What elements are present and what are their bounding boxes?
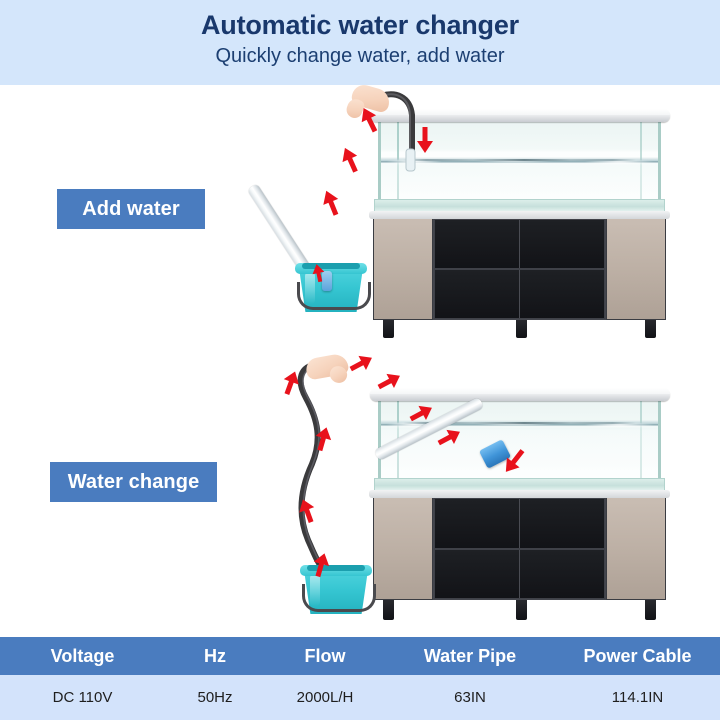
aquarium-hood xyxy=(370,388,670,401)
cabinet-leg xyxy=(645,318,656,338)
cabinet-cell xyxy=(435,499,520,548)
spec-value-power-cable: 114.1IN xyxy=(611,689,664,706)
spec-header-water-pipe: Water Pipe xyxy=(423,645,517,666)
tank-base-rail xyxy=(369,211,670,219)
cabinet-leg xyxy=(516,318,527,338)
cabinet-cell-row xyxy=(434,548,605,599)
aquarium-cabinet xyxy=(373,218,666,320)
bucket-opening xyxy=(302,263,360,269)
spec-header-flow: Flow xyxy=(304,645,346,666)
hood-highlight xyxy=(370,388,670,394)
header-banner: Automatic water changer Quickly change w… xyxy=(0,0,720,85)
cabinet-cell xyxy=(435,549,520,598)
spec-value-voltage: DC 110V xyxy=(52,689,113,706)
cabinet-leg xyxy=(645,598,656,620)
spec-value-flow: 2000L/H xyxy=(296,689,354,706)
tank-base-rail xyxy=(369,490,670,498)
cabinet-leg xyxy=(516,598,527,620)
badge-water-change: Water change xyxy=(50,462,217,502)
water-surface-line xyxy=(381,157,658,166)
water-bucket xyxy=(300,562,378,620)
cabinet-leg xyxy=(383,318,394,338)
bucket-opening xyxy=(307,565,365,571)
bucket-handle xyxy=(297,282,371,310)
flow-arrows xyxy=(283,355,525,578)
tank-water xyxy=(381,161,658,201)
cabinet-cell-row xyxy=(434,498,605,549)
cabinet-door-left xyxy=(373,218,433,320)
spec-value-water-pipe: 63IN xyxy=(454,689,486,706)
cabinet-leg xyxy=(383,598,394,620)
spec-value-hz: 50Hz xyxy=(197,689,233,706)
scene-add-water: Add water xyxy=(0,82,720,340)
specifications-table: Voltage Hz Flow Water Pipe Power Cable D… xyxy=(0,637,720,720)
cabinet-door-right xyxy=(606,218,666,320)
spec-header-voltage: Voltage xyxy=(50,645,115,666)
tube-tip-in-bucket xyxy=(322,271,332,291)
cabinet-cell xyxy=(435,270,520,318)
page-title: Automatic water changer xyxy=(201,10,519,40)
spec-header-hz: Hz xyxy=(204,645,226,666)
badge-add-water: Add water xyxy=(57,189,205,229)
aquarium-hood xyxy=(370,109,670,122)
cabinet-shelving xyxy=(433,218,606,320)
page-subtitle: Quickly change water, add water xyxy=(215,45,505,67)
hood-highlight xyxy=(370,109,670,115)
scene-water-change: Water change xyxy=(0,340,720,625)
water-surface-line xyxy=(381,420,658,429)
cabinet-door-right xyxy=(606,497,666,600)
cabinet-door-left xyxy=(373,497,433,600)
cabinet-shelving xyxy=(433,497,606,600)
bucket-handle xyxy=(302,584,376,612)
aquarium-cabinet xyxy=(373,497,666,600)
cabinet-cell-row xyxy=(434,269,605,319)
spec-table-header-row: Voltage Hz Flow Water Pipe Power Cable xyxy=(0,637,720,675)
drain-hose xyxy=(297,361,343,583)
spec-table-value-row: DC 110V 50Hz 2000L/H 63IN 114.1IN xyxy=(0,675,720,720)
spec-header-power-cable: Power Cable xyxy=(583,645,692,666)
flow-arrows xyxy=(312,108,433,283)
cabinet-cell xyxy=(435,220,520,268)
cabinet-cell-row xyxy=(434,219,605,269)
